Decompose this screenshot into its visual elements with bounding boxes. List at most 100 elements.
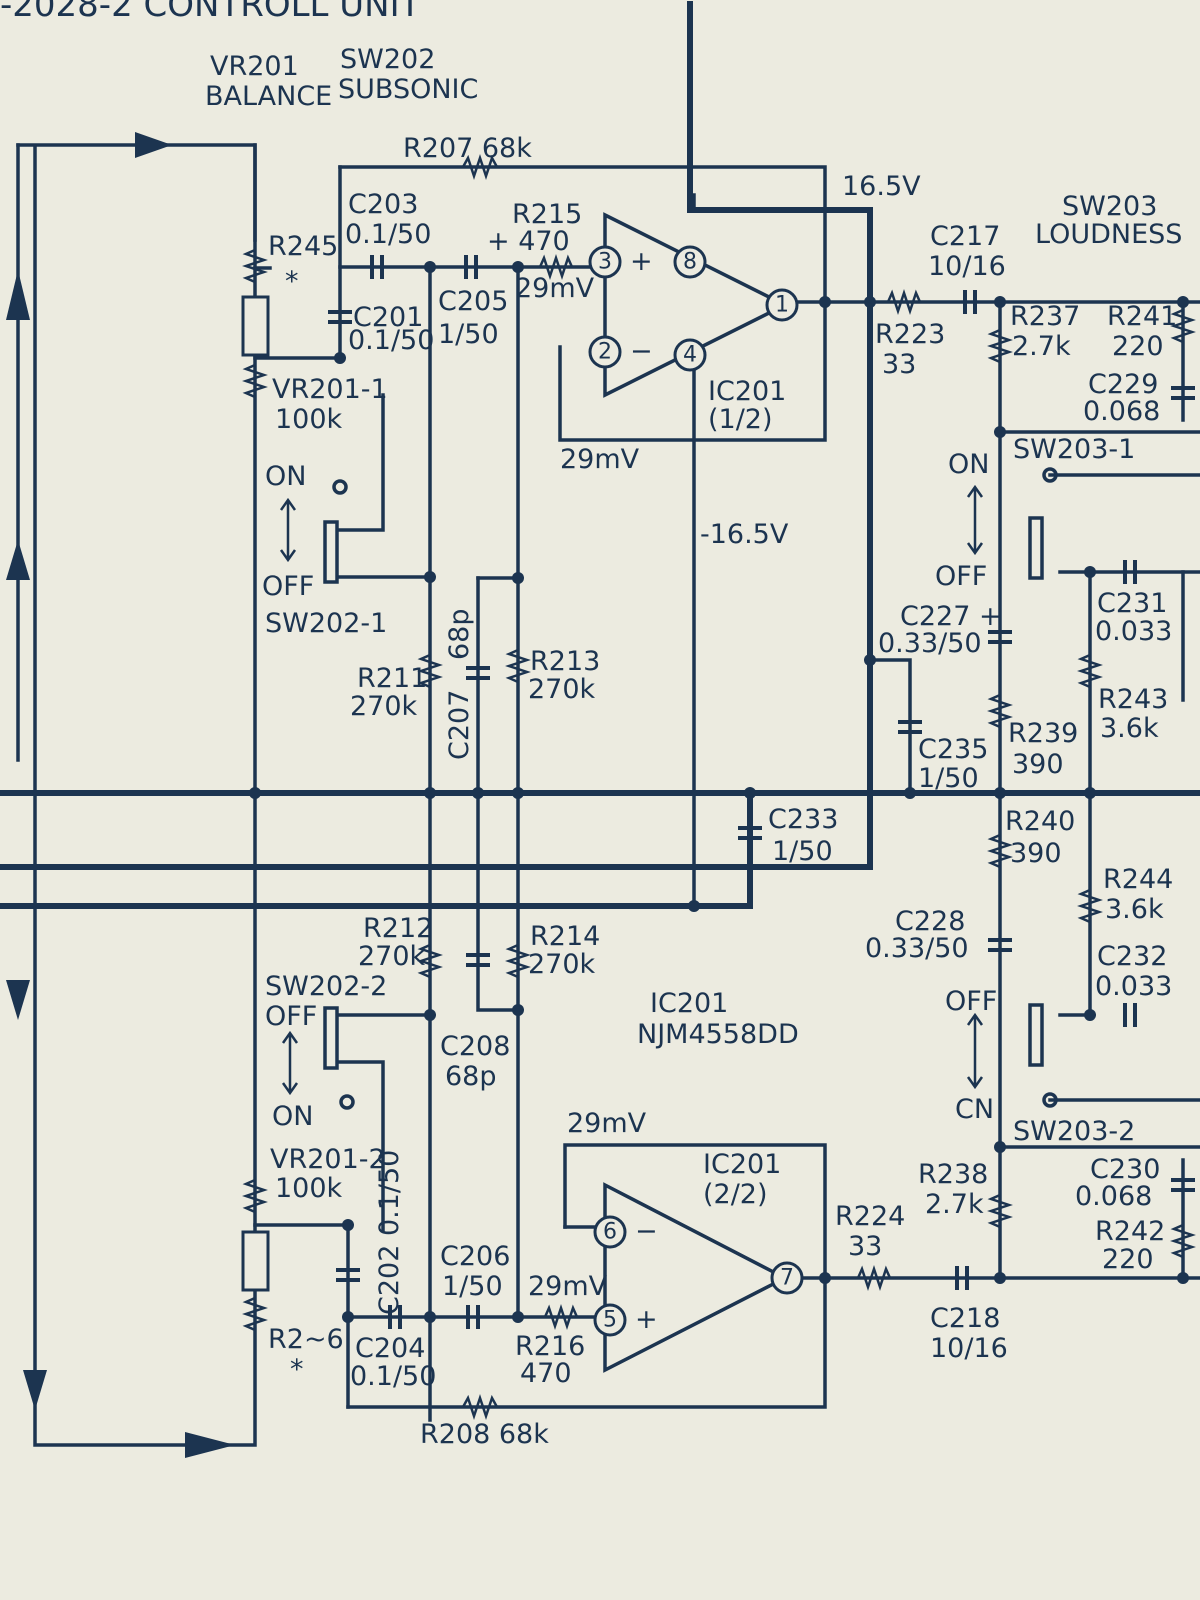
junction-dot: [994, 787, 1006, 799]
pin-6: 6: [593, 1215, 627, 1249]
svg-text:1: 1: [775, 293, 789, 318]
label-off4: OFF: [265, 1001, 317, 1032]
resistor-vr201-2: [242, 1178, 268, 1214]
capacitor-c208: [466, 953, 490, 967]
label-c231: C231: [1097, 588, 1167, 619]
label-mv-top-in: 29mV: [515, 273, 595, 304]
updown-arrow-icon: [279, 497, 297, 563]
label-sw203-1: SW203-1: [1013, 434, 1135, 465]
label-r213-value: 270k: [528, 674, 596, 705]
plus-sign: +: [630, 246, 653, 277]
junction-dot: [512, 787, 524, 799]
label-r237: R237: [1010, 301, 1080, 332]
junction-dot: [512, 261, 524, 273]
label-c204: C204: [355, 1333, 425, 1364]
label-r240-value: 390: [1010, 838, 1062, 869]
label-c208: C208: [440, 1031, 510, 1062]
resistor-r216: [543, 1304, 579, 1330]
label-c235: C235: [918, 734, 988, 765]
capacitor-c228: [988, 938, 1012, 952]
svg-text:4: 4: [683, 343, 697, 368]
junction-dot: [1177, 1272, 1189, 1284]
arrow-up-icon: [6, 270, 30, 320]
label-r240: R240: [1005, 806, 1075, 837]
capacitor-c203: [370, 255, 384, 279]
switch-contact-open: [1042, 467, 1058, 483]
label-r246: R2~6: [268, 1324, 344, 1355]
label-ic201-1: IC201: [708, 376, 786, 407]
capacitor-c233: [738, 826, 762, 840]
resistor-r223: [886, 289, 922, 315]
switch-contact-open: [1042, 1092, 1058, 1108]
label-c227: C227 +: [900, 601, 1002, 632]
label-c233-value: 1/50: [772, 836, 833, 867]
label-c201-value: 0.1/50: [348, 325, 434, 356]
updown-arrow-icon: [966, 484, 984, 556]
label-on4: ON: [272, 1101, 313, 1132]
label-r241-value: 220: [1112, 331, 1164, 362]
label-sw202-2: SW202-2: [265, 971, 387, 1002]
label-ic201-name: IC201: [650, 988, 728, 1019]
label-ic201-1-unit: (1/2): [708, 404, 773, 435]
resistor-r245: [242, 248, 268, 284]
capacitor-c202: [336, 1268, 360, 1282]
resistor-r246: [242, 1296, 268, 1332]
label-subsonic: SUBSONIC: [338, 74, 478, 105]
switches: [279, 467, 1058, 1110]
label-c230-value: 0.068: [1075, 1181, 1152, 1212]
label-off2: OFF: [935, 561, 987, 592]
svg-text:8: 8: [683, 250, 697, 275]
junction-dot: [1084, 566, 1096, 578]
op-amp-2: [603, 1182, 789, 1373]
junction-dot: [472, 787, 484, 799]
junction-dot: [424, 787, 436, 799]
resistor-r237: [987, 328, 1013, 364]
label-r238: R238: [918, 1159, 988, 1190]
label-vr201: VR201: [210, 51, 299, 82]
resistor-r208: [461, 1394, 499, 1420]
junction-dot: [512, 1004, 524, 1016]
label-v-pos: 16.5V: [842, 171, 921, 202]
updown-arrow-icon: [966, 1012, 984, 1090]
junction-dot: [424, 261, 436, 273]
resistor-r211: [417, 653, 443, 689]
label-c217-value: 10/16: [928, 251, 1006, 282]
label-c227-value: 0.33/50: [878, 628, 982, 659]
label-r224: R224: [835, 1201, 905, 1232]
label-r243: R243: [1098, 684, 1168, 715]
labels: -2028-2 CONTROLL UNIT VR201 BALANCE SW20…: [0, 0, 1182, 1450]
pin-5: 5: [593, 1303, 627, 1337]
resistor-vr201-1: [242, 363, 268, 399]
capacitor-c204: [388, 1305, 402, 1329]
label-vr201-2-value: 100k: [275, 1173, 343, 1204]
pin-8: 8: [673, 245, 707, 279]
label-r241: R241: [1107, 301, 1177, 332]
label-mv-bot-fb: 29mV: [567, 1108, 647, 1139]
pin-7: 7: [770, 1261, 804, 1295]
label-ic201-part: NJM4558DD: [637, 1019, 799, 1050]
junction-dot: [994, 1272, 1006, 1284]
svg-text:7: 7: [780, 1266, 794, 1291]
capacitor-c207: [466, 666, 490, 680]
label-c229-value: 0.068: [1083, 396, 1160, 427]
wires: [0, 1, 1200, 1447]
capacitor-c231: [1123, 560, 1137, 584]
svg-text:5: 5: [603, 1308, 617, 1333]
label-r239-value: 390: [1012, 749, 1064, 780]
label-c202: C202 0.1/50: [374, 1150, 405, 1315]
label-r224-value: 33: [848, 1231, 882, 1262]
junctions: [249, 261, 1189, 1323]
svg-text:6: 6: [603, 1220, 617, 1245]
label-c217: C217: [930, 221, 1000, 252]
label-on: ON: [265, 461, 306, 492]
svg-text:2: 2: [598, 340, 612, 365]
label-c230: C230: [1090, 1154, 1160, 1185]
resistor-r239: [987, 693, 1013, 729]
label-r243-value: 3.6k: [1100, 713, 1159, 744]
label-off: OFF: [262, 571, 314, 602]
capacitor-c232: [1123, 1003, 1137, 1027]
label-on2: ON: [948, 449, 989, 480]
label-on3: CN: [955, 1094, 994, 1125]
capacitors: [328, 255, 1195, 1329]
